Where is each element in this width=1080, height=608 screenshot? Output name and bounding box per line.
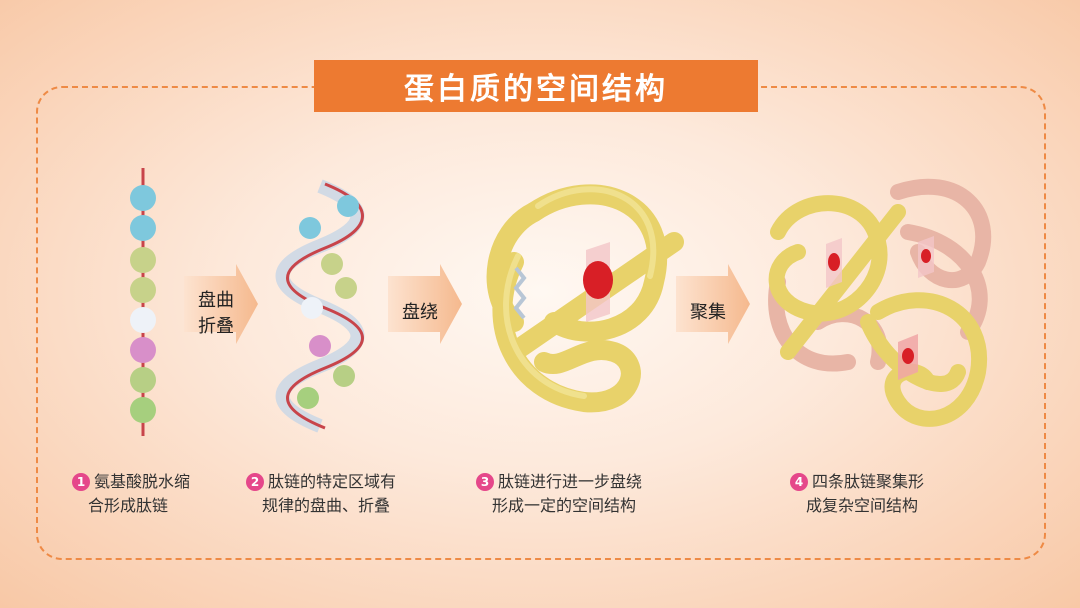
bead-green [130,397,156,423]
active-site [921,249,931,263]
bead-blue [337,195,359,217]
step-number-badge: 1 [72,473,90,491]
bead-green [130,247,156,273]
bead-white [301,297,323,319]
arrow-aggregate [676,264,750,344]
step-number-badge: 2 [246,473,264,491]
page-title: 蛋白质的空间结构 [314,60,758,112]
arrow-label-coil: 盘绕 [402,302,438,323]
active-site [828,253,840,271]
arrow-fold [184,264,258,344]
bead-white [130,307,156,333]
bead-blue [130,185,156,211]
active-site [902,348,914,364]
bead-green [321,253,343,275]
helix-illustration [275,179,365,433]
arrow-label-fold: 盘曲折叠 [198,290,234,337]
tertiary-structure-illustration [486,184,684,413]
peptide-chain-illustration [130,168,156,436]
step-number-badge: 4 [790,473,808,491]
bead-green [297,387,319,409]
arrow-coil [388,264,462,344]
arrow-label-aggregate: 聚集 [690,302,726,323]
bead-green [130,367,156,393]
quaternary-structure-illustration [768,178,992,427]
bead-blue [299,217,321,239]
step-number-badge: 3 [476,473,494,491]
bead-green [130,277,156,303]
bead-blue [130,215,156,241]
active-site [583,261,613,299]
bead-purple [130,337,156,363]
bead-green [335,277,357,299]
bead-purple [309,335,331,357]
bead-green [333,365,355,387]
